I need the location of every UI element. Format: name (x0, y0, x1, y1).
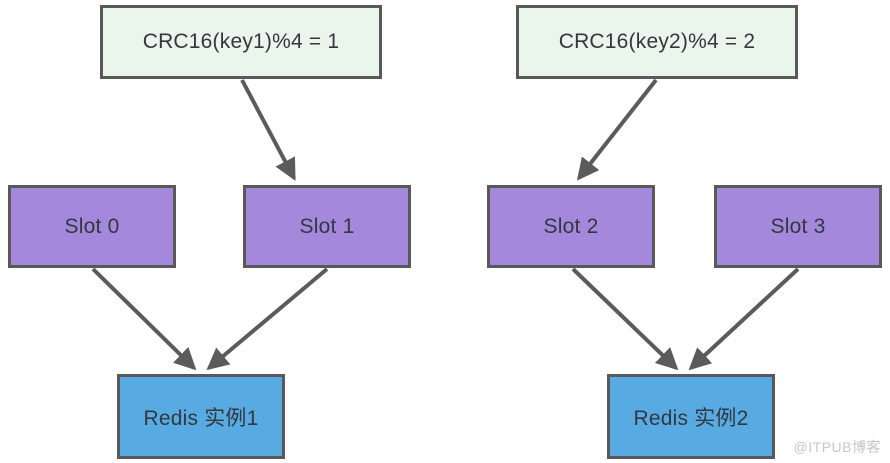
node-crc16-key2: CRC16(key2)%4 = 2 (516, 5, 798, 79)
node-slot-1: Slot 1 (243, 185, 411, 268)
edge-slot-1-to-redis-instance-1 (206, 267, 329, 371)
node-slot-2: Slot 2 (487, 185, 655, 268)
edge-crc-key2-to-slot-2 (576, 78, 658, 181)
node-crc16-key1: CRC16(key1)%4 = 1 (100, 5, 382, 79)
node-crc16-key2-label: CRC16(key2)%4 = 2 (558, 30, 756, 53)
node-redis-instance-1: Redis 实例1 (117, 374, 285, 459)
edge-slot-3-to-redis-instance-2 (688, 267, 800, 371)
node-slot-1-label: Slot 1 (299, 214, 355, 238)
node-crc16-key1-label: CRC16(key1)%4 = 1 (142, 30, 340, 53)
node-slot-0-label: Slot 0 (64, 214, 120, 238)
node-slot-3-label: Slot 3 (770, 214, 826, 238)
node-slot-2-label: Slot 2 (543, 214, 599, 238)
edge-crc-key1-to-slot-1 (240, 79, 296, 181)
node-redis-instance-2-label: Redis 实例2 (633, 406, 749, 430)
node-slot-0: Slot 0 (8, 185, 176, 268)
node-slot-3: Slot 3 (714, 185, 882, 268)
edge-slot-0-to-redis-instance-1 (91, 267, 197, 371)
node-redis-instance-2: Redis 实例2 (607, 374, 775, 459)
edge-slot-2-to-redis-instance-2 (571, 267, 679, 371)
node-redis-instance-1-label: Redis 实例1 (143, 406, 259, 430)
watermark: @ITPUB博客 (793, 439, 881, 455)
